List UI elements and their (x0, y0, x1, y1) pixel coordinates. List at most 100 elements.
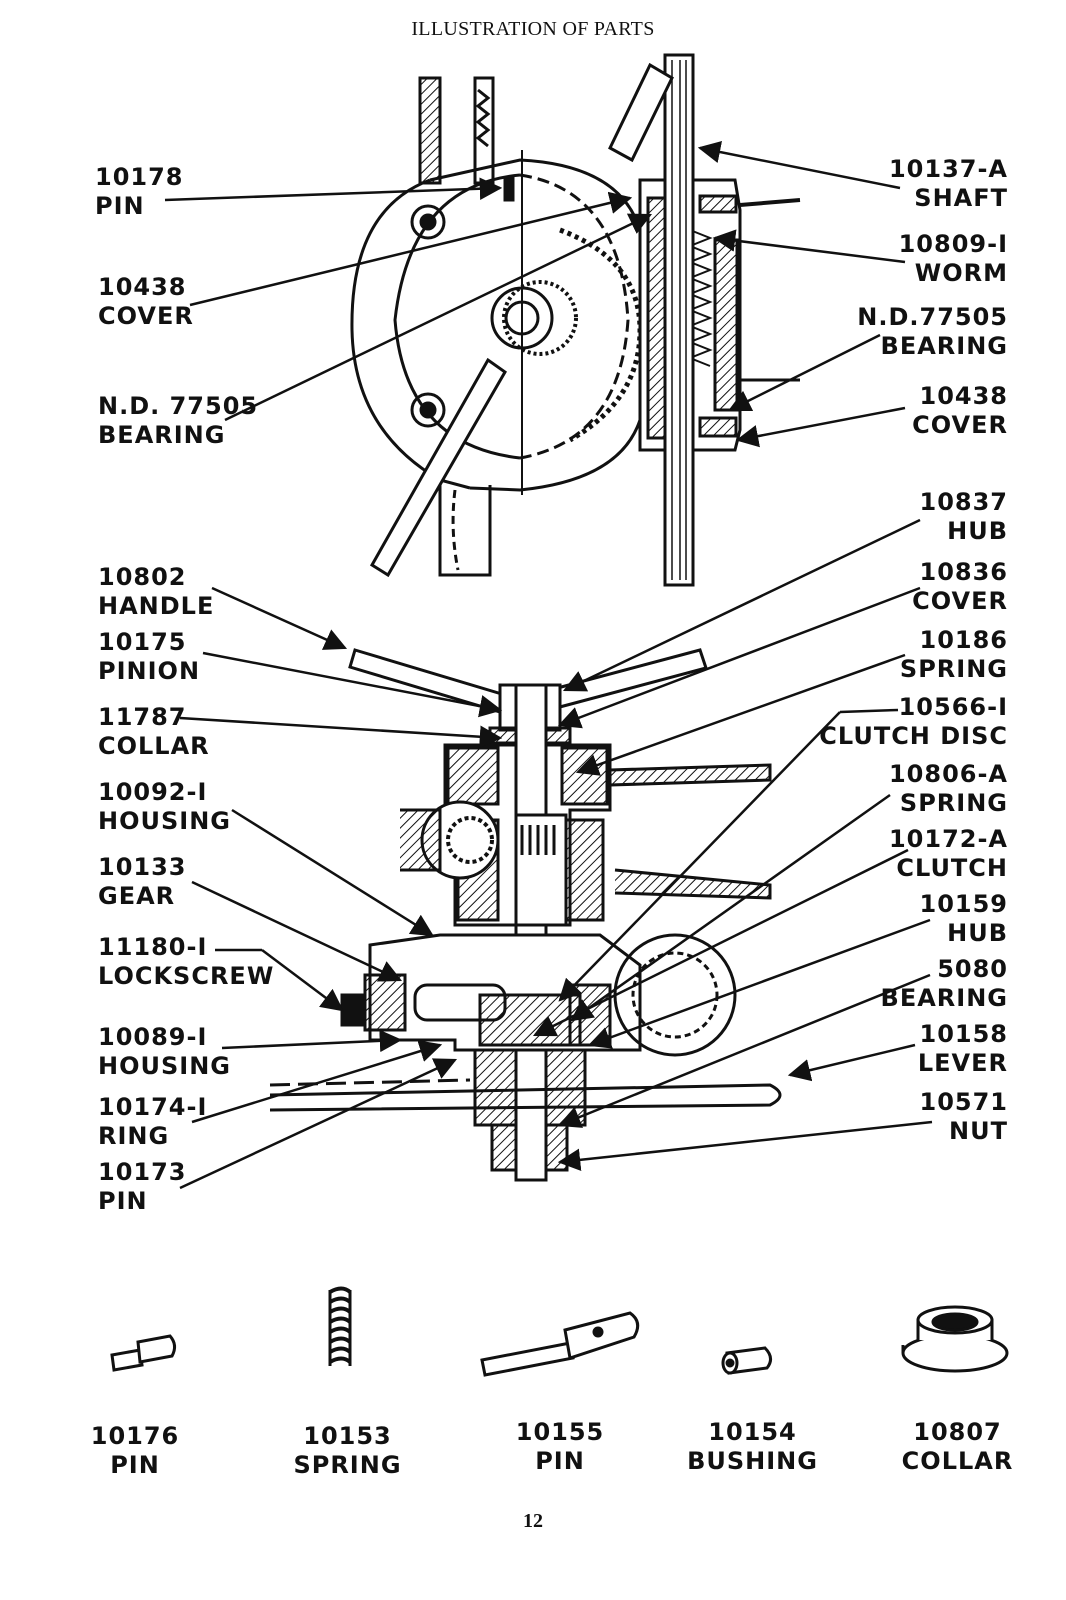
part-name: PINION (98, 657, 201, 685)
part-name: COLLAR (901, 1447, 1014, 1475)
part-name: HANDLE (98, 592, 215, 620)
loose-part-label-1: 10176 PIN (80, 1422, 190, 1480)
loose-part-label-3: 10155 PIN (500, 1418, 620, 1476)
part-name: BUSHING (687, 1447, 818, 1475)
part-label-lower-left-9: 10173 PIN (98, 1158, 187, 1216)
part-number: 10806-A (888, 760, 1008, 788)
screw-hole-top (410, 204, 446, 240)
loose-part-label-5: 10807 COLLAR (895, 1418, 1020, 1476)
part-number: 10807 (913, 1418, 1002, 1446)
bushing-10154-drawing (721, 1346, 772, 1375)
part-label-upper-right-2: 10809-I WORM (899, 230, 1008, 288)
part-name: RING (98, 1122, 170, 1150)
part-name: HOUSING (98, 807, 231, 835)
vertical-shaft (663, 53, 695, 587)
part-number: 10438 (919, 382, 1008, 410)
part-name: GEAR (98, 882, 176, 910)
bearing-top (698, 194, 738, 214)
column-strip-left (418, 76, 442, 185)
part-name: BEARING (880, 332, 1008, 360)
part-number: N.D.77505 (857, 303, 1008, 331)
part-label-upper-left-3: N.D. 77505 BEARING (98, 392, 258, 450)
part-label-lower-left-7: 10089-I HOUSING (98, 1023, 231, 1081)
lockscrew (340, 993, 364, 1027)
part-number: 10153 (303, 1422, 392, 1450)
part-number: 10186 (919, 626, 1008, 654)
part-label-lower-right-5: 10806-A SPRING (889, 760, 1008, 818)
part-name: COVER (912, 411, 1008, 439)
pin-10176-drawing (110, 1334, 177, 1372)
loose-part-label-4: 10154 BUSHING (680, 1418, 825, 1476)
part-number: 10809-I (898, 230, 1008, 258)
bearing-bottom (698, 416, 738, 438)
part-name: SHAFT (914, 184, 1008, 212)
part-number: 5080 (937, 955, 1008, 983)
spring-10153-drawing (328, 1286, 352, 1366)
part-label-lower-left-5: 10133 GEAR (98, 853, 187, 911)
part-number: 10137-A (888, 155, 1008, 183)
part-number: 10175 (98, 628, 187, 656)
part-number: 10174-I (98, 1093, 208, 1121)
handle-lever (369, 357, 507, 578)
upper-assembly (350, 53, 801, 587)
part-name: HUB (947, 517, 1008, 545)
part-name: SPRING (293, 1451, 402, 1479)
part-number: 10178 (95, 163, 184, 191)
part-label-lower-left-3: 11787 COLLAR (98, 703, 210, 761)
part-number: 10837 (919, 488, 1008, 516)
part-label-lower-left-8: 10174-I RING (98, 1093, 207, 1151)
part-label-lower-left-1: 10802 HANDLE (98, 563, 214, 621)
screw-hole-bottom (410, 392, 446, 428)
pin-10155-drawing (480, 1311, 640, 1377)
part-name: PIN (110, 1451, 160, 1479)
part-number: 10089-I (98, 1023, 208, 1051)
part-name: COVER (98, 302, 194, 330)
part-name: LOCKSCREW (98, 962, 275, 990)
part-label-upper-right-3: N.D.77505 BEARING (857, 303, 1008, 361)
part-name: COVER (912, 587, 1008, 615)
part-number: 10155 (515, 1418, 605, 1446)
part-number: 10159 (919, 890, 1008, 918)
part-number: 10133 (98, 853, 187, 881)
part-label-lower-left-6: 11180-I LOCKSCREW (98, 933, 274, 991)
part-number: 10176 (90, 1422, 180, 1450)
part-label-lower-right-2: 10836 COVER (912, 558, 1008, 616)
part-number: 10566-I (898, 693, 1008, 721)
part-number: 10158 (919, 1020, 1008, 1048)
part-number: 10836 (919, 558, 1008, 586)
clutch-gear (514, 813, 568, 927)
page-title: ILLUSTRATION OF PARTS (411, 18, 655, 40)
part-number: 11180-I (98, 933, 208, 961)
part-label-lower-right-6: 10172-A CLUTCH (889, 825, 1008, 883)
part-label-lower-right-1: 10837 HUB (920, 488, 1009, 546)
part-name: COLLAR (98, 732, 210, 760)
part-label-lower-right-3: 10186 SPRING (900, 626, 1008, 684)
part-name: HOUSING (98, 1052, 231, 1080)
part-name: SPRING (899, 655, 1008, 683)
housing-disc (350, 178, 471, 490)
cover-pin (503, 176, 515, 202)
part-name: SPRING (899, 789, 1008, 817)
handle-rod-left (348, 648, 507, 714)
part-number: 10172-A (888, 825, 1008, 853)
angled-rod (608, 62, 674, 163)
part-name: BEARING (98, 421, 226, 449)
part-number: 10802 (98, 563, 187, 591)
part-name: BEARING (880, 984, 1008, 1012)
part-label-lower-right-10: 10571 NUT (920, 1088, 1009, 1146)
part-number: 10154 (708, 1418, 797, 1446)
part-number: N.D. 77505 (98, 392, 259, 420)
part-name: PIN (98, 1187, 148, 1215)
part-label-upper-right-1: 10137-A SHAFT (889, 155, 1008, 213)
part-name: WORM (914, 259, 1008, 287)
part-label-upper-left-1: 10178 PIN (95, 163, 184, 221)
collar-10807-drawing (901, 1305, 1009, 1373)
part-label-lower-right-7: 10159 HUB (920, 890, 1009, 948)
part-name: LEVER (917, 1049, 1008, 1077)
part-name: HUB (947, 919, 1008, 947)
part-label-lower-left-2: 10175 PINION (98, 628, 200, 686)
part-label-lower-right-8: 5080 BEARING (881, 955, 1008, 1013)
part-label-upper-left-2: 10438 COVER (98, 273, 194, 331)
part-label-lower-left-4: 10092-I HOUSING (98, 778, 231, 836)
